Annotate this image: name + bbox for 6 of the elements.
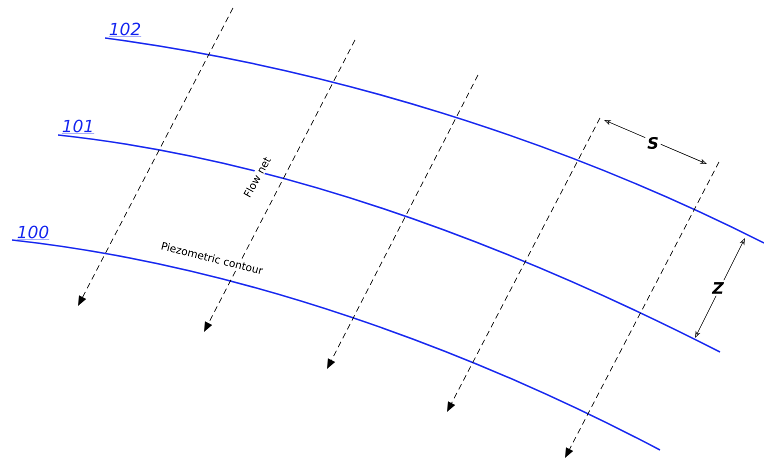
contour-label: 102 (108, 22, 142, 37)
contour-label: 100 (16, 226, 50, 240)
annotation-text: Flow net (241, 154, 273, 200)
dimension-label: Z (710, 280, 726, 296)
contour-label: 101 (62, 120, 94, 134)
dimension-label: S (645, 134, 661, 152)
